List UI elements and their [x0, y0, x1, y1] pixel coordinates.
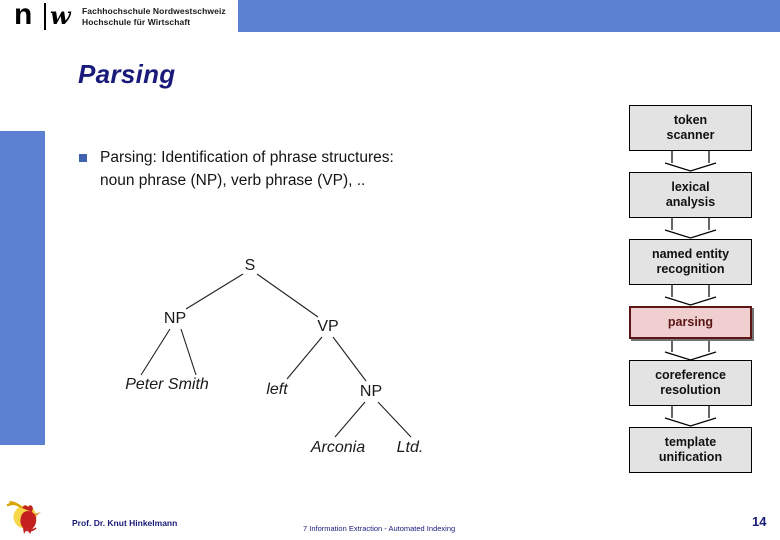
tree-node-np-1: NP: [163, 310, 187, 327]
tree-leaf-arconia: Arconia: [310, 439, 366, 456]
edge-vp-left: [286, 336, 323, 380]
rooster-icon: [6, 501, 41, 534]
institution-name: Fachhochschule Nordwestschweiz Hochschul…: [82, 6, 226, 28]
institution-line-1: Fachhochschule Nordwestschweiz: [82, 6, 226, 16]
step-line-2: resolution: [660, 383, 721, 397]
edge-np1-peter: [140, 328, 171, 376]
tree-leaf-left: left: [266, 381, 288, 398]
step-line-1: template: [664, 435, 717, 449]
tree-node-np-2: NP: [359, 383, 383, 400]
edge-s-vp: [256, 273, 319, 318]
pipeline-step-token-scanner[interactable]: token scanner: [629, 105, 752, 151]
edge-np1-smith: [180, 328, 197, 376]
step-line-2: analysis: [665, 195, 716, 209]
bullet-line-1: Parsing: Identification of phrase struct…: [100, 149, 394, 166]
pipeline-connector-4: [629, 339, 752, 360]
pipeline-connector-3: [629, 285, 752, 306]
step-line-1: token: [673, 113, 708, 127]
pipeline-connector-1: [629, 151, 752, 172]
step-line-1: parsing: [667, 315, 714, 329]
fhnw-logo: n w: [14, 0, 74, 32]
pipeline-connector-2: [629, 218, 752, 239]
left-accent-column: [0, 131, 45, 445]
logo-letter-w: w: [50, 1, 71, 30]
pipeline-connector-5: [629, 406, 752, 427]
tree-node-vp: VP: [317, 318, 339, 335]
step-line-2: unification: [658, 450, 723, 464]
pipeline-step-template-unification[interactable]: template unification: [629, 427, 752, 473]
step-line-1: named entity: [651, 247, 730, 261]
pipeline-step-named-entity-recognition[interactable]: named entity recognition: [629, 239, 752, 285]
institution-line-2: Hochschule für Wirtschaft: [82, 17, 191, 27]
square-bullet-icon: [79, 154, 87, 162]
parse-tree: S NP VP Peter Smith left NP Arconia Ltd.: [125, 257, 424, 456]
edge-vp-np2: [332, 336, 367, 382]
pipeline-step-lexical-analysis[interactable]: lexical analysis: [629, 172, 752, 218]
step-line-1: coreference: [655, 368, 726, 382]
bullet-line-2: noun phrase (NP), verb phrase (VP), ..: [100, 172, 366, 189]
bullet-text: Parsing: Identification of phrase struct…: [100, 146, 394, 192]
tree-leaf-ltd: Ltd.: [396, 439, 424, 456]
tree-node-s: S: [244, 257, 256, 274]
step-line-2: scanner: [666, 128, 715, 142]
footer-course-title: 7 Information Extraction - Automated Ind…: [303, 524, 456, 533]
logo-divider: [44, 3, 46, 30]
footer-author: Prof. Dr. Knut Hinkelmann: [72, 518, 178, 528]
pipeline-step-coreference-resolution[interactable]: coreference resolution: [629, 360, 752, 406]
edge-np2-arconia: [334, 401, 366, 438]
header-blue-bar: [238, 0, 780, 32]
page-title: Parsing: [78, 59, 176, 89]
step-line-1: lexical: [671, 180, 710, 194]
parse-tree-edges: [140, 273, 412, 438]
logo-letter-n: n: [14, 0, 32, 31]
step-line-2: recognition: [656, 262, 725, 276]
pipeline-step-parsing[interactable]: parsing: [629, 306, 752, 339]
edge-np2-ltd: [377, 401, 412, 438]
page-number: 14: [752, 514, 767, 529]
ie-pipeline: token scanner lexical analysis named ent…: [629, 105, 754, 473]
tree-leaf-peter-smith: Peter Smith: [125, 376, 209, 393]
edge-s-np1: [185, 273, 244, 310]
